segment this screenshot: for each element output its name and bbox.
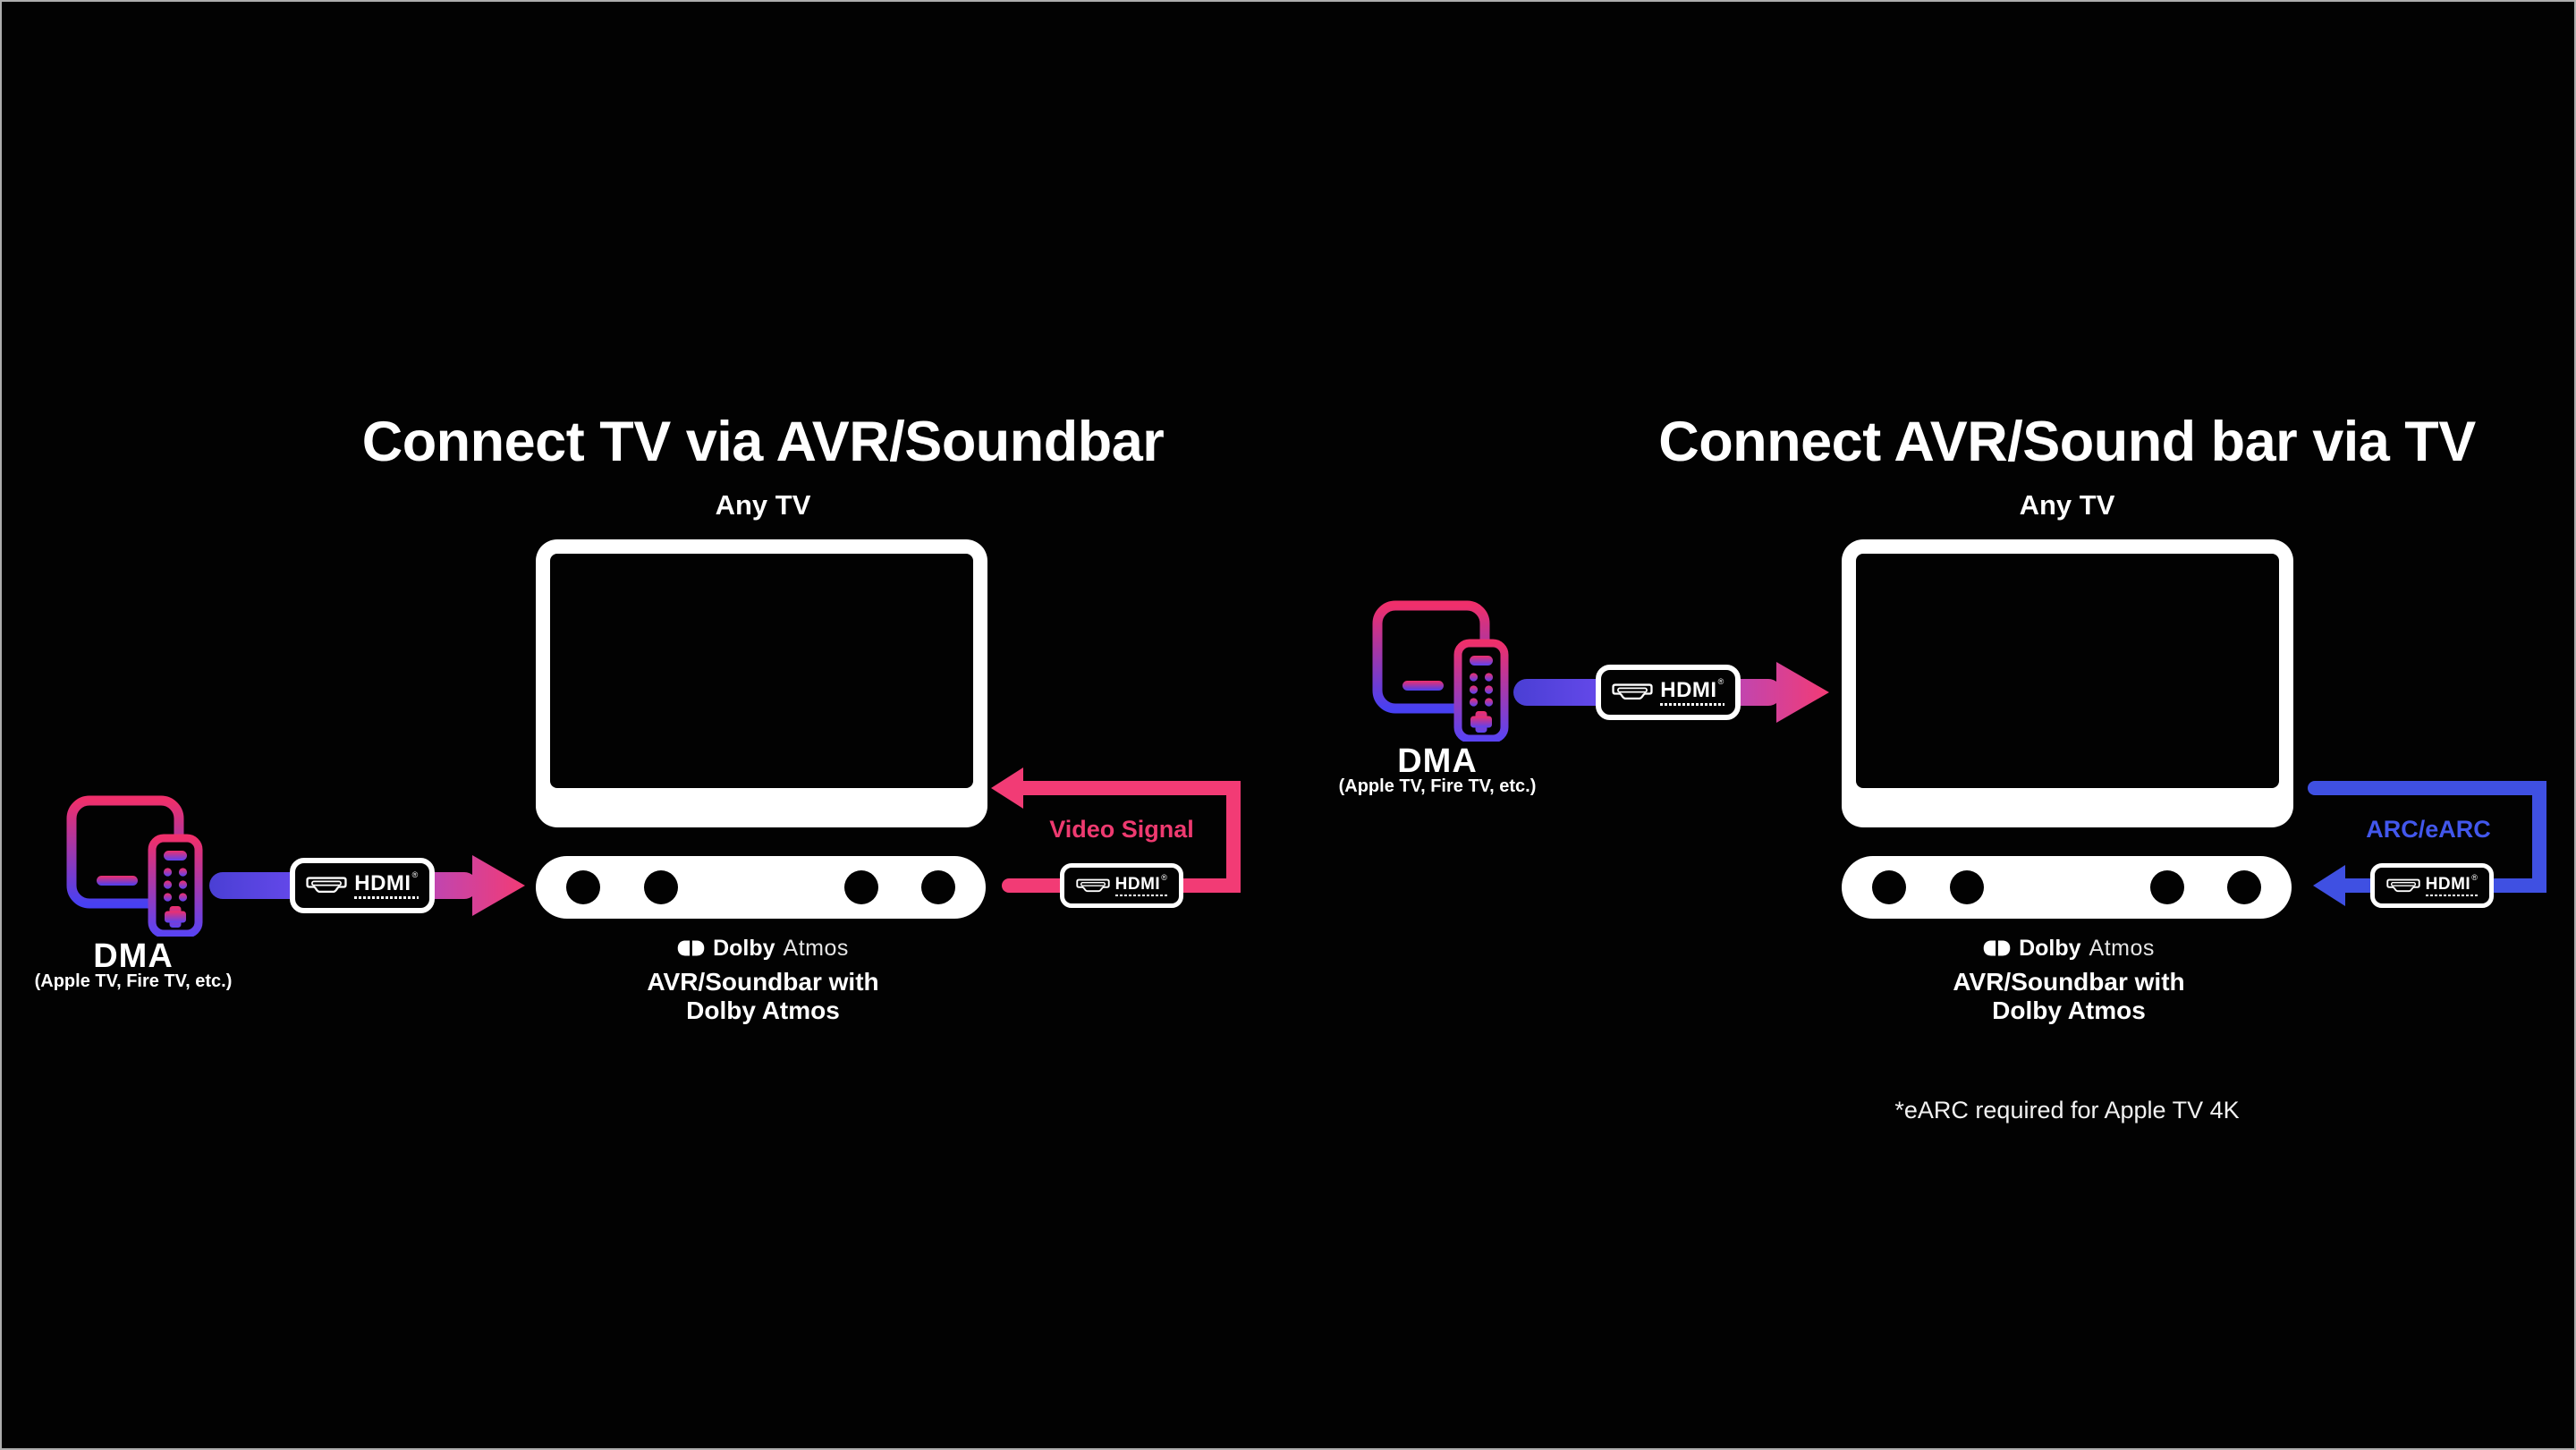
left-dma-label: DMA <box>93 937 174 975</box>
speaker-dot <box>2227 870 2261 904</box>
video-signal-label: Video Signal <box>1049 816 1194 843</box>
hdmi-badge: HDMI ® <box>290 858 435 913</box>
hdmi-plug-icon <box>306 877 347 894</box>
video-signal-line-vertical <box>1226 781 1241 893</box>
dolby-brand-text: Dolby <box>713 935 775 961</box>
hdmi-badge: HDMI ® <box>1060 863 1183 908</box>
right-tv-label: Any TV <box>2019 489 2115 521</box>
avr-caption-line1: AVR/Soundbar with <box>1953 968 2185 996</box>
hdmi-label: HDMI <box>1660 677 1717 702</box>
right-dma-sublabel: (Apple TV, Fire TV, etc.) <box>1338 776 1537 796</box>
right-tv <box>1842 539 2293 827</box>
left-tv <box>536 539 987 827</box>
avr-caption-line2: Dolby Atmos <box>686 996 840 1024</box>
left-diagram-title: Connect TV via AVR/Soundbar <box>361 411 1165 473</box>
video-signal-arrowhead <box>991 767 1023 809</box>
avr-caption-line2: Dolby Atmos <box>1992 996 2146 1024</box>
arc-arrowhead <box>2313 865 2345 906</box>
speaker-dot <box>844 870 878 904</box>
left-dolby-atmos-logo: Dolby Atmos <box>539 935 987 962</box>
hdmi-plug-icon <box>1075 878 1110 892</box>
left-dma-sublabel: (Apple TV, Fire TV, etc.) <box>34 971 233 991</box>
dolby-brand-text: Dolby <box>2019 935 2081 961</box>
avr-caption-line1: AVR/Soundbar with <box>647 968 879 996</box>
dolby-double-d-icon <box>1983 940 2011 956</box>
right-dolby-atmos-logo: Dolby Atmos <box>1845 935 2292 962</box>
dolby-double-d-icon <box>677 940 705 956</box>
hdmi-wordmark: HDMI ® <box>1660 676 1724 702</box>
dolby-product-text: Atmos <box>2089 935 2155 961</box>
left-avr-caption: AVR/Soundbar with Dolby Atmos <box>539 968 987 1025</box>
hdmi-wordmark: HDMI ® <box>2425 872 2479 894</box>
hdmi-plug-icon <box>2385 878 2420 892</box>
box-slot-icon <box>97 876 138 886</box>
right-avr-caption: AVR/Soundbar with Dolby Atmos <box>1845 968 2292 1025</box>
remote-icon <box>148 834 203 937</box>
hdmi-tagline-bar <box>2425 894 2479 896</box>
hdmi-tagline-bar <box>1660 702 1724 706</box>
arc-line-vertical <box>2532 781 2546 893</box>
hdmi-registered-mark: ® <box>1161 872 1168 882</box>
hdmi-tagline-bar <box>1114 894 1168 896</box>
speaker-dot <box>921 870 955 904</box>
hdmi-label: HDMI <box>2425 874 2471 894</box>
right-dma-device-icon <box>1372 600 1509 742</box>
right-soundbar <box>1842 856 2292 919</box>
box-slot-icon <box>1402 681 1444 691</box>
hdmi-badge: HDMI ® <box>1596 665 1741 720</box>
right-dma-label: DMA <box>1397 742 1478 780</box>
right-diagram-title: Connect AVR/Sound bar via TV <box>1658 411 2476 473</box>
speaker-dot <box>1950 870 1984 904</box>
remote-icon <box>1453 639 1509 742</box>
dolby-product-text: Atmos <box>783 935 849 961</box>
hdmi-registered-mark: ® <box>1717 676 1724 686</box>
hdmi-registered-mark: ® <box>2471 872 2479 882</box>
arc-signal-label: ARC/eARC <box>2366 816 2491 843</box>
arc-line-top <box>2308 781 2546 795</box>
hdmi-plug-icon <box>1612 683 1653 700</box>
hdmi-tagline-bar <box>354 895 419 899</box>
left-tv-screen <box>550 554 973 788</box>
right-tv-screen <box>1856 554 2279 788</box>
video-signal-line-top <box>1021 781 1241 795</box>
earc-footnote: *eARC required for Apple TV 4K <box>1894 1097 2240 1124</box>
speaker-dot <box>644 870 678 904</box>
left-tv-label: Any TV <box>715 489 811 521</box>
hdmi-badge: HDMI ® <box>2370 863 2494 908</box>
left-soundbar <box>536 856 986 919</box>
hdmi-label: HDMI <box>1114 874 1161 894</box>
left-dma-device-icon <box>66 795 203 937</box>
hdmi-label: HDMI <box>354 870 411 895</box>
hdmi-wordmark: HDMI ® <box>1114 872 1168 894</box>
speaker-dot <box>566 870 600 904</box>
hdmi-registered-mark: ® <box>411 869 419 879</box>
speaker-dot <box>1872 870 1906 904</box>
hdmi-wordmark: HDMI ® <box>354 869 419 895</box>
speaker-dot <box>2150 870 2184 904</box>
